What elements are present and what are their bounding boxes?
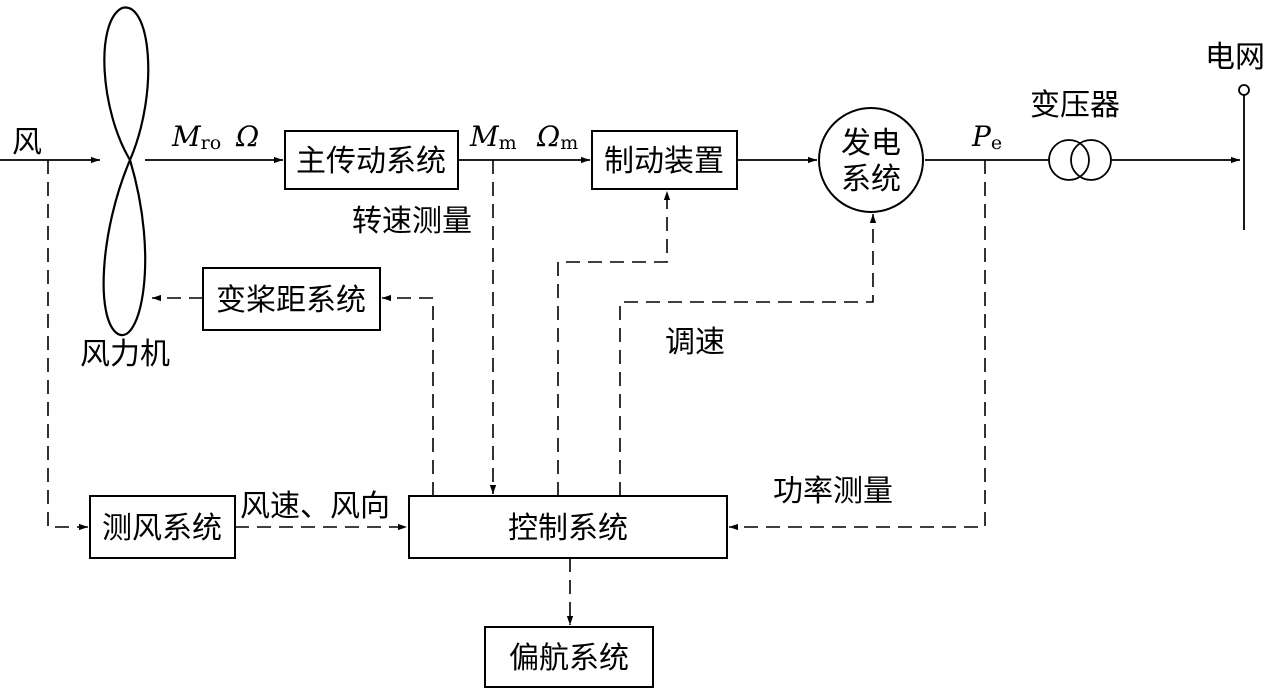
brake-label: 制动装置	[604, 144, 724, 179]
electric-power-symbol: Pe	[971, 120, 1002, 154]
control-box	[408, 495, 728, 559]
wind-speed-direction-label: 风速、风向	[240, 489, 390, 524]
power-measure-line	[729, 160, 986, 531]
grid-terminal	[1238, 84, 1250, 96]
pitch-box	[202, 267, 381, 331]
generator-label-line2: 系统	[841, 162, 901, 197]
wind-turbine-blade-icon	[102, 6, 150, 337]
pitch-label: 变桨距系统	[216, 283, 366, 318]
generator-circle	[818, 107, 924, 213]
power-measure-label: 功率测量	[773, 474, 893, 509]
anemometer-box	[89, 495, 236, 559]
grid-label: 电网	[1205, 40, 1265, 75]
main-drive-box	[284, 130, 459, 190]
mech-speed-symbol: Ωm	[536, 120, 578, 154]
anemometer-label: 测风系统	[102, 511, 222, 546]
speed-regulate-line	[619, 214, 877, 496]
rotor-torque-symbol: Mro	[171, 120, 221, 154]
wind-input-label: 风	[12, 125, 42, 160]
rotor-speed-symbol: Ω	[235, 120, 259, 153]
brake-command-line	[557, 191, 671, 496]
yaw-box	[484, 626, 654, 688]
generator-label-line1: 发电	[841, 126, 901, 161]
yaw-label: 偏航系统	[509, 641, 629, 676]
speed-measure-label: 转速测量	[352, 204, 472, 239]
transformer-label: 变压器	[1030, 88, 1120, 123]
wind-measure-line	[47, 160, 88, 531]
mech-torque-symbol: Mm	[469, 120, 517, 154]
transformer-coil-1	[1048, 139, 1090, 181]
speed-regulate-label: 调速	[665, 325, 725, 360]
wind-turbine-label: 风力机	[80, 337, 170, 372]
transformer-coil-2	[1070, 139, 1112, 181]
brake-box	[591, 130, 738, 190]
control-label: 控制系统	[508, 511, 628, 546]
pitch-command-line	[382, 294, 434, 496]
main-drive-label: 主传动系统	[296, 144, 446, 179]
